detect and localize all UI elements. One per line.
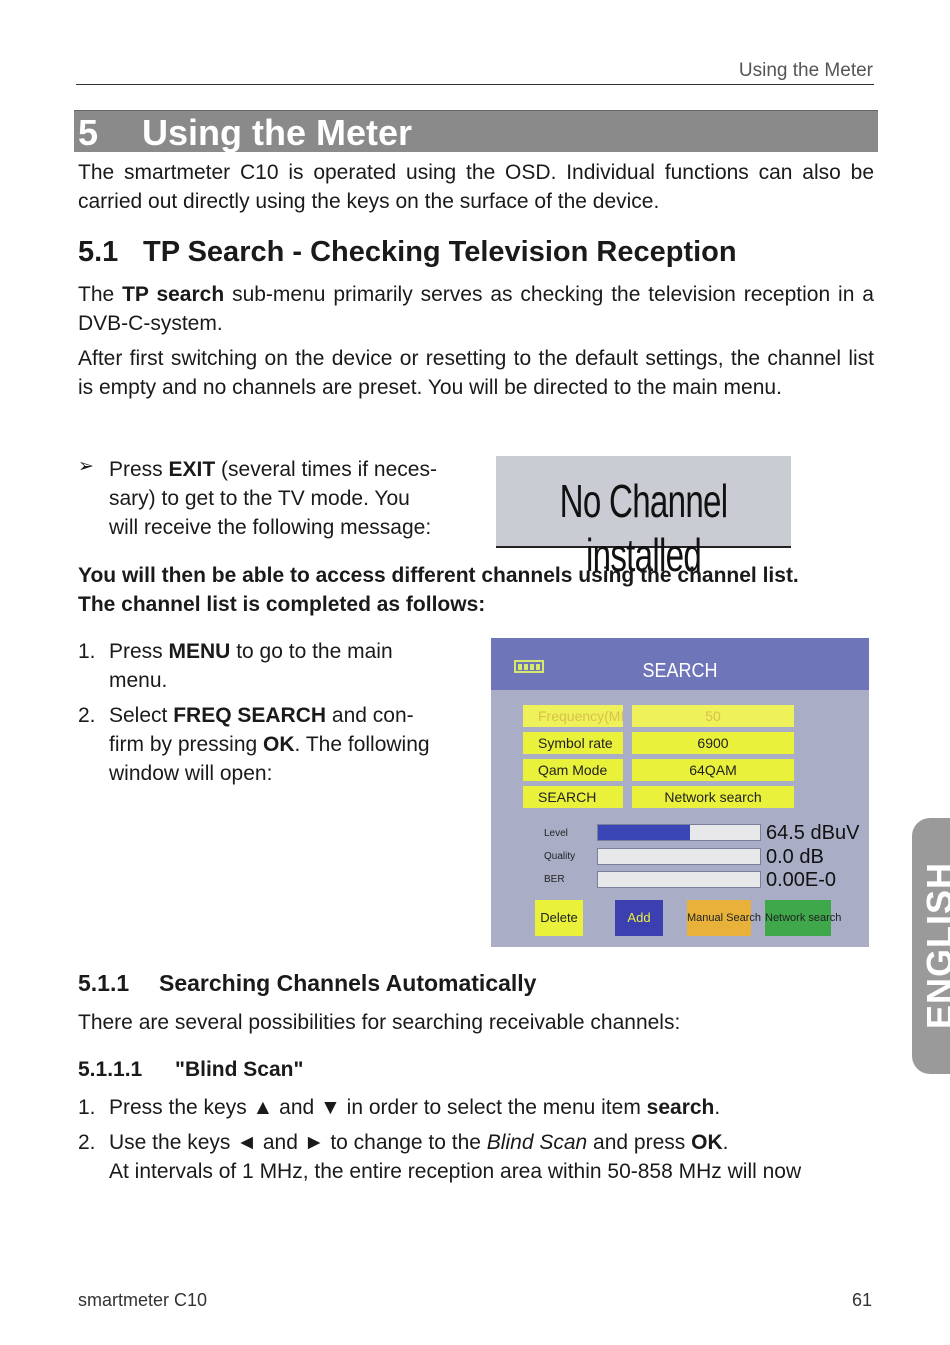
text-run: The <box>78 283 123 306</box>
text-run: . <box>722 1131 729 1154</box>
chapter-number: 5 <box>78 112 99 153</box>
running-head: Using the Meter <box>738 60 873 81</box>
text-line: sary) to get to the TV mode. You <box>109 487 410 510</box>
osd-field-label: Frequency(MHz) <box>523 705 623 727</box>
text-run: Use the keys ◄ and ► to change to the <box>109 1131 487 1154</box>
no-channel-message: No Channel installed <box>559 475 728 581</box>
meter-label: Level <box>544 828 568 839</box>
subsection-number: 5.1.1 <box>78 970 130 996</box>
list-number: 2. <box>78 1131 96 1154</box>
text-run: and con- <box>326 704 414 727</box>
quality-meter <box>597 848 761 865</box>
bold-run: OK <box>263 733 295 756</box>
manual-search-button: Manual Search <box>687 900 761 936</box>
list-number: 1. <box>78 640 96 663</box>
text-run: Press <box>109 458 169 481</box>
no-channel-screenshot: No Channel installed <box>496 456 791 581</box>
delete-button: Delete <box>535 900 583 936</box>
osd-field-label: Qam Mode <box>523 759 623 781</box>
section-paragraph-1: The TP search sub-menu primarily serves … <box>78 280 874 338</box>
text-run: Press the keys ▲ and ▼ in order to selec… <box>109 1096 647 1119</box>
chapter-heading: 5 Using the Meter <box>74 110 878 153</box>
subsubsection-title: "Blind Scan" <box>175 1058 304 1081</box>
italic-run: Blind Scan <box>486 1131 588 1154</box>
bold-run: OK <box>691 1131 723 1154</box>
bold-note: You will then be able to access differen… <box>78 561 874 619</box>
meter-value: 0.00E-0 <box>766 869 837 891</box>
osd-field-label: SEARCH <box>523 786 623 808</box>
text-run: firm by pressing <box>109 733 264 756</box>
osd-field-value: 6900 <box>632 732 794 754</box>
subsection-title: Searching Channels Automatically <box>159 970 537 996</box>
text-run: Select <box>109 704 174 727</box>
text-run: sub-menu primarily serves as checking th… <box>78 283 874 335</box>
text-line: menu. <box>109 669 168 692</box>
network-search-button: Network search <box>765 900 841 936</box>
footer-product-name: smartmeter C10 <box>78 1290 208 1310</box>
language-tab: ENGLISH <box>912 818 950 1074</box>
section-heading: 5.1 TP Search - Checking Television Recep… <box>78 236 737 269</box>
meter-fill <box>598 825 691 840</box>
text-line: At intervals of 1 MHz, the entire recept… <box>109 1160 802 1183</box>
text-run: and press <box>587 1131 692 1154</box>
subsection-heading: 5.1.1 Searching Channels Automatically <box>78 970 536 997</box>
subsubsection-heading: 5.1.1.1 "Blind Scan" <box>78 1058 303 1082</box>
add-button: Add <box>615 900 663 936</box>
bullet-text: Press EXIT (several times if neces- sary… <box>109 455 437 542</box>
header-rule <box>76 84 874 85</box>
meter-value: 64.5 dBuV <box>766 822 860 844</box>
text-line: The channel list is completed as follows… <box>78 593 486 616</box>
chapter-title: Using the Meter <box>142 112 413 153</box>
language-tab-label: ENGLISH <box>919 861 950 1029</box>
bold-run: search <box>646 1096 715 1119</box>
osd-field-value: 50 <box>632 705 794 727</box>
meter-label: BER <box>544 874 565 885</box>
subsection-paragraph: There are several possibilities for sear… <box>78 1011 681 1034</box>
text-run: to go to the main <box>230 640 393 663</box>
bold-run: EXIT <box>168 458 216 481</box>
text-run: (several times if neces- <box>215 458 437 481</box>
meter-label: Quality <box>544 851 576 862</box>
list-number: 1. <box>78 1096 96 1119</box>
osd-field-value: 64QAM <box>632 759 794 781</box>
subsubsection-number: 5.1.1.1 <box>78 1058 143 1081</box>
text-run: . <box>714 1096 721 1119</box>
arrow-bullet-icon: ➢ <box>78 456 94 477</box>
bold-run: TP search <box>122 283 225 306</box>
osd-field-label: Symbol rate <box>523 732 623 754</box>
ber-meter <box>597 871 761 888</box>
osd-title: SEARCH <box>642 660 718 682</box>
text-line: You will then be able to access differen… <box>78 564 799 587</box>
section-paragraph-2: After first switching on the device or r… <box>78 347 874 399</box>
osd-field-value: Network search <box>632 786 794 808</box>
intro-paragraph: The smartmeter C10 is operated using the… <box>78 161 874 213</box>
text-run: . The following <box>294 733 430 756</box>
page-number: 61 <box>852 1290 873 1310</box>
text-line: will receive the following message: <box>109 516 432 539</box>
section-number: 5.1 <box>78 236 119 268</box>
text-run: Press <box>109 640 169 663</box>
list-number: 2. <box>78 704 96 727</box>
meter-value: 0.0 dB <box>766 846 824 868</box>
level-meter <box>597 824 761 841</box>
search-screen-screenshot: SEARCH Frequency(MHz) 50 Symbol rate 690… <box>491 638 869 947</box>
signal-battery-icon <box>514 660 544 673</box>
bold-run: MENU <box>168 640 231 663</box>
text-line: window will open: <box>109 762 273 785</box>
bold-run: FREQ SEARCH <box>173 704 327 727</box>
section-title: TP Search - Checking Television Receptio… <box>143 236 737 268</box>
osd-title-bar <box>491 638 869 690</box>
